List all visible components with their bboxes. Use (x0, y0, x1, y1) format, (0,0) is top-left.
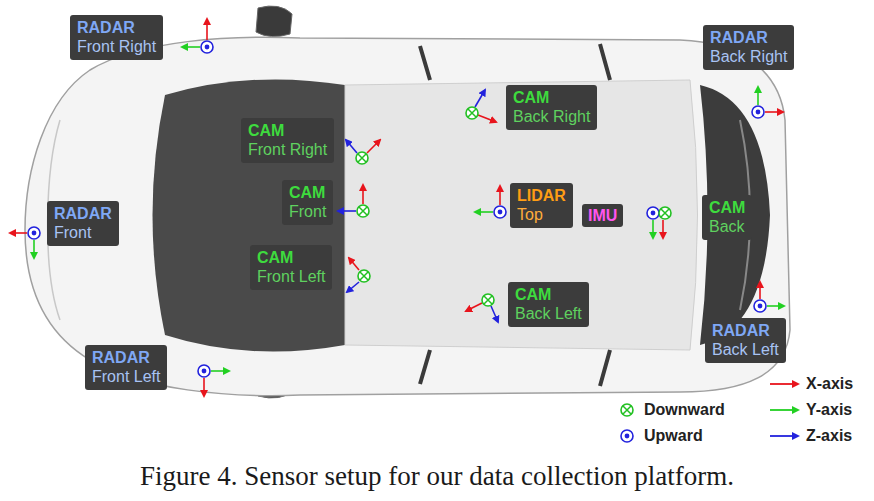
axis-glyph-part (346, 140, 357, 153)
axis-glyph-part (206, 19, 208, 40)
legend-text: Y-axis (806, 400, 852, 420)
axis-glyph-part (357, 205, 369, 217)
axis-glyph-part (182, 46, 200, 48)
legend-text: X-axis (806, 374, 853, 394)
sensor-type: CAM (709, 198, 745, 217)
sensor-position: Front Right (77, 37, 156, 56)
axis-glyph-part (358, 270, 370, 282)
sensor-type: RADAR (92, 348, 160, 367)
axis-glyph-part (482, 294, 494, 306)
axis-glyph-part (203, 378, 205, 396)
axis-glyph-part (767, 305, 784, 307)
legend-text: Z-axis (806, 426, 852, 446)
axis-glyph-part (466, 107, 478, 119)
sensor-position: Back Left (515, 304, 582, 323)
sensor-position: Back Right (513, 107, 590, 126)
sensor-label-box: CAMBack Left (508, 282, 589, 327)
axis-glyph-part (478, 115, 496, 122)
axis-glyph-part (10, 232, 27, 234)
axis-glyph-part (759, 282, 761, 299)
sensor-label-box: RADARFront Left (85, 345, 167, 390)
sensor-position: Back (709, 217, 745, 236)
axis-glyph-part (475, 211, 493, 213)
axis-glyph-part (211, 370, 229, 372)
car-body (25, 6, 790, 398)
sensor-type: CAM (257, 248, 325, 267)
axis-glyph-part (754, 300, 766, 312)
sensor-type: RADAR (710, 28, 787, 47)
sensor-position: Front Left (257, 267, 325, 286)
sensor-position: Front Right (248, 140, 327, 159)
axis-glyph-part (33, 240, 35, 258)
legend-samples-part (770, 435, 798, 437)
axis-glyph-part (757, 87, 759, 105)
axis-glyph-part (201, 41, 213, 53)
sensor-label-box: RADARBack Left (705, 318, 786, 363)
axis-glyph (10, 19, 784, 396)
sensor-label-box: CAMBack (702, 195, 752, 240)
axis-glyph-part (466, 303, 482, 311)
sensor-type: RADAR (77, 18, 156, 37)
sensor-label-box: CAMFront Left (250, 245, 332, 290)
axis-glyph-part (475, 90, 485, 107)
sensor-type: CAM (513, 88, 590, 107)
axis-glyph-part (494, 206, 506, 218)
sensor-label-box: IMU (582, 204, 623, 227)
axis-glyph-part (499, 186, 501, 205)
axis-glyph-part (347, 282, 359, 292)
axis-glyph-part (367, 140, 380, 153)
axis-glyph-part (491, 306, 498, 322)
legend-samples-part (621, 430, 633, 442)
axis-glyph-part (659, 207, 671, 219)
car-body-part (25, 37, 790, 395)
sensor-label-box: RADARFront Right (70, 15, 163, 60)
legend-samples-part (621, 404, 633, 416)
sensor-type: CAM (289, 183, 326, 202)
axis-glyph-part (356, 152, 368, 164)
legend-text: Downward (644, 400, 725, 420)
sensor-position: Front (54, 223, 112, 242)
sensor-label-box: RADARBack Right (703, 25, 794, 70)
car-body-part (700, 85, 770, 345)
sensor-type: LIDAR (517, 186, 566, 205)
axis-glyph-part (662, 220, 664, 238)
sensor-position: Back Right (710, 47, 787, 66)
axis-glyph-part (198, 365, 210, 377)
car-body-part (345, 80, 698, 350)
legend-text: Upward (644, 426, 703, 446)
sensor-label-box: LIDARTop (510, 183, 573, 228)
sensor-type: CAM (515, 285, 582, 304)
legend-samples-part (770, 409, 798, 411)
sensor-label-box: RADARFront (47, 201, 119, 246)
sensor-type: IMU (588, 206, 617, 225)
sensor-label-box: CAMFront Right (241, 118, 334, 163)
axis-glyph-part (647, 207, 659, 219)
legend-samples-part (770, 383, 798, 385)
axis-glyph-part (362, 185, 364, 204)
sensor-position: Front Left (92, 367, 160, 386)
sensor-type: CAM (248, 121, 327, 140)
figure-caption: Figure 4. Sensor setup for our data coll… (0, 460, 874, 492)
sensor-position: Back Left (712, 340, 779, 359)
axis-glyph-part (349, 258, 359, 270)
sensor-position: Front (289, 202, 326, 221)
car-body-part (256, 6, 292, 37)
axis-glyph-part (752, 106, 764, 118)
sensor-label-box: CAMBack Right (506, 85, 597, 130)
sensor-label-box: CAMFront (282, 180, 333, 225)
axis-glyph-part (765, 111, 783, 113)
sensor-type: RADAR (54, 204, 112, 223)
axis-glyph-part (28, 227, 40, 239)
car-body-part (153, 79, 346, 351)
axis-glyph-part (652, 220, 654, 238)
axis-glyph-part (338, 210, 356, 212)
sensor-type: RADAR (712, 321, 779, 340)
sensor-position: Top (517, 205, 566, 224)
